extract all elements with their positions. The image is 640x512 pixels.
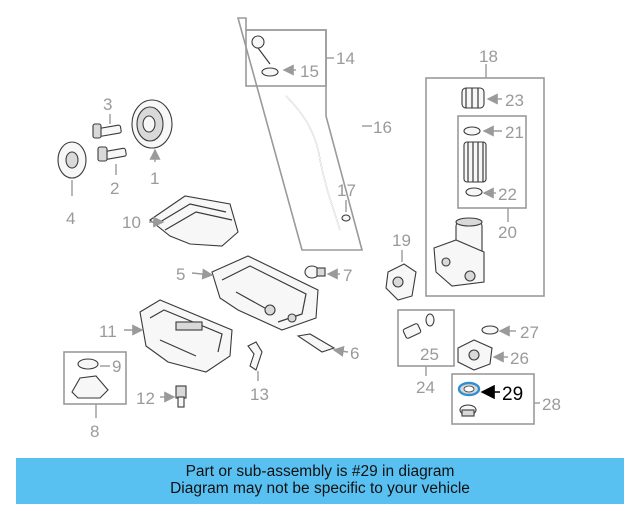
part-11-lower-oil-pan[interactable] <box>139 299 233 373</box>
callout-14[interactable]: 14 <box>336 49 355 68</box>
callout-21[interactable]: 21 <box>505 123 524 142</box>
callout-25[interactable]: 25 <box>420 345 439 364</box>
callout-9[interactable]: 9 <box>112 357 121 376</box>
callout-13[interactable]: 13 <box>250 385 269 404</box>
part-9-seal[interactable] <box>71 358 109 399</box>
part-10-baffle[interactable] <box>149 195 239 247</box>
part-28-cap[interactable] <box>459 404 477 417</box>
box-18 <box>425 77 545 297</box>
callout-11[interactable]: 11 <box>99 322 117 341</box>
callout-3[interactable]: 3 <box>103 95 112 114</box>
part-27-oring[interactable] <box>481 325 499 335</box>
callout-23[interactable]: 23 <box>505 91 524 110</box>
callout-22[interactable]: 22 <box>498 185 517 204</box>
part-26-cooler[interactable] <box>457 339 493 371</box>
callout-12[interactable]: 12 <box>136 389 155 408</box>
callout-1[interactable]: 1 <box>150 169 159 188</box>
callout-5[interactable]: 5 <box>176 265 185 284</box>
box-8 <box>63 351 127 405</box>
part-12-drain-bolt[interactable] <box>175 385 187 408</box>
callout-19[interactable]: 19 <box>392 231 411 250</box>
callout-2[interactable]: 2 <box>110 179 119 198</box>
callout-24[interactable]: 24 <box>416 378 435 397</box>
callout-26[interactable]: 26 <box>510 349 529 368</box>
part-4-damper[interactable] <box>57 141 87 179</box>
part-17-oring[interactable] <box>341 214 351 222</box>
callout-10[interactable]: 10 <box>122 213 141 232</box>
part-7-plug[interactable] <box>304 265 326 279</box>
callout-8[interactable]: 8 <box>90 422 99 441</box>
leader-5 <box>191 268 214 280</box>
part-23-filter-cap[interactable] <box>461 87 485 109</box>
part-22-oring[interactable] <box>465 187 483 197</box>
part-6-gasket[interactable] <box>296 333 336 353</box>
part-19-gasket[interactable] <box>385 263 417 301</box>
leader-6 <box>332 345 349 357</box>
banner-line-1: Part or sub-assembly is #29 in diagram <box>185 463 455 480</box>
part-3-bolt[interactable] <box>92 123 122 139</box>
part-5-upper-oil-pan[interactable] <box>211 255 319 331</box>
part-1-pulley[interactable] <box>131 99 173 149</box>
part-29-seal-highlighted[interactable] <box>457 381 481 397</box>
box-28 <box>451 373 535 425</box>
callout-7[interactable]: 7 <box>343 266 352 285</box>
part-21-oring[interactable] <box>463 126 481 136</box>
callout-6[interactable]: 6 <box>350 344 359 363</box>
part-16-dipstick-tube[interactable] <box>285 95 341 231</box>
callout-15[interactable]: 15 <box>300 62 319 81</box>
info-banner: Part or sub-assembly is #29 in diagram D… <box>16 458 624 504</box>
callout-29[interactable]: 29 <box>502 384 523 405</box>
callout-28[interactable]: 28 <box>542 395 561 414</box>
callout-17[interactable]: 17 <box>337 181 356 200</box>
callout-27[interactable]: 27 <box>520 323 539 342</box>
callout-20[interactable]: 20 <box>498 223 517 242</box>
part-filter-housing[interactable] <box>433 217 485 287</box>
box-20 <box>457 115 527 209</box>
part-25-sensor[interactable] <box>402 313 435 339</box>
callout-4[interactable]: 4 <box>66 209 75 228</box>
banner-line-2: Diagram may not be specific to your vehi… <box>170 480 470 497</box>
part-14-dipstick-handle[interactable] <box>251 35 279 77</box>
callout-18[interactable]: 18 <box>479 47 498 66</box>
part-2-bolt[interactable] <box>97 146 127 162</box>
part-filter-element[interactable] <box>463 141 487 183</box>
part-13-bracket[interactable] <box>247 341 263 371</box>
callout-16[interactable]: 16 <box>373 118 392 137</box>
